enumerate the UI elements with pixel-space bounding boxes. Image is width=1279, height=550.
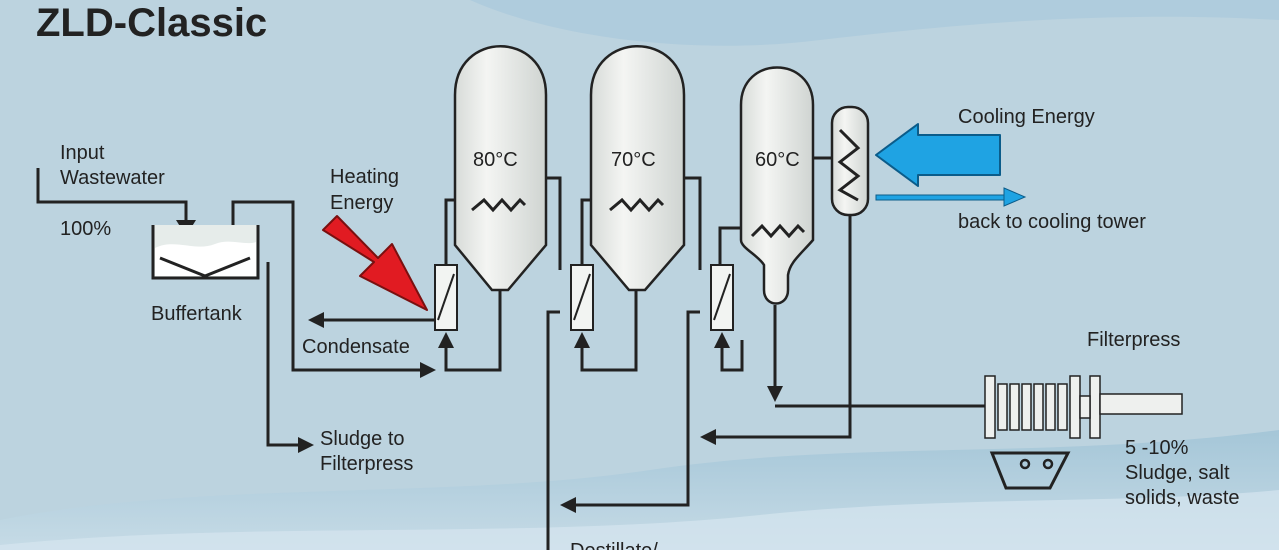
heat-exchanger-3 bbox=[710, 264, 734, 331]
input-label-line2: Wastewater bbox=[60, 167, 165, 189]
distillate-label: Destillate/ bbox=[570, 538, 658, 550]
condenser bbox=[830, 105, 870, 217]
sludge-label-line2: Filterpress bbox=[320, 453, 414, 475]
sludge-label-line1: Sludge to bbox=[320, 428, 405, 450]
heat-exchanger-2 bbox=[570, 264, 594, 331]
return-to-cooling-arrow bbox=[875, 187, 1027, 207]
arrow-heads bbox=[176, 220, 783, 513]
heating-label-line1: Heating bbox=[330, 166, 399, 188]
stage-3-temperature: 60°C bbox=[755, 149, 800, 171]
cooling-energy-label: Cooling Energy bbox=[958, 106, 1095, 128]
output-percent: 5 -10% bbox=[1125, 437, 1189, 459]
evaporator-vessel-3 bbox=[739, 66, 815, 305]
evaporator-vessel-2 bbox=[589, 45, 686, 292]
filterpress-label: Filterpress bbox=[1087, 329, 1181, 351]
page-title: ZLD-Classic bbox=[36, 1, 268, 45]
back-to-cooling-label: back to cooling tower bbox=[958, 211, 1146, 233]
output-label-line3: solids, waste bbox=[1125, 487, 1240, 509]
output-label-line2: Sludge, salt bbox=[1125, 462, 1230, 484]
stage-2-temperature: 70°C bbox=[611, 149, 656, 171]
filterpress bbox=[984, 375, 1183, 490]
buffertank bbox=[151, 225, 260, 280]
input-percent: 100% bbox=[60, 218, 112, 240]
input-label-line1: Input bbox=[60, 142, 105, 164]
condensate-label: Condensate bbox=[302, 336, 410, 358]
background-wave-top bbox=[470, 0, 1279, 46]
cooling-energy-arrow bbox=[875, 123, 1001, 187]
heating-label-line2: Energy bbox=[330, 192, 394, 214]
background-wave-bottom-2 bbox=[0, 490, 1279, 550]
stage-1-temperature: 80°C bbox=[473, 149, 518, 171]
heat-exchanger-1 bbox=[434, 264, 458, 331]
buffertank-label: Buffertank bbox=[151, 303, 242, 325]
evaporator-vessel-1 bbox=[453, 45, 548, 292]
heating-energy-arrow bbox=[322, 215, 428, 311]
